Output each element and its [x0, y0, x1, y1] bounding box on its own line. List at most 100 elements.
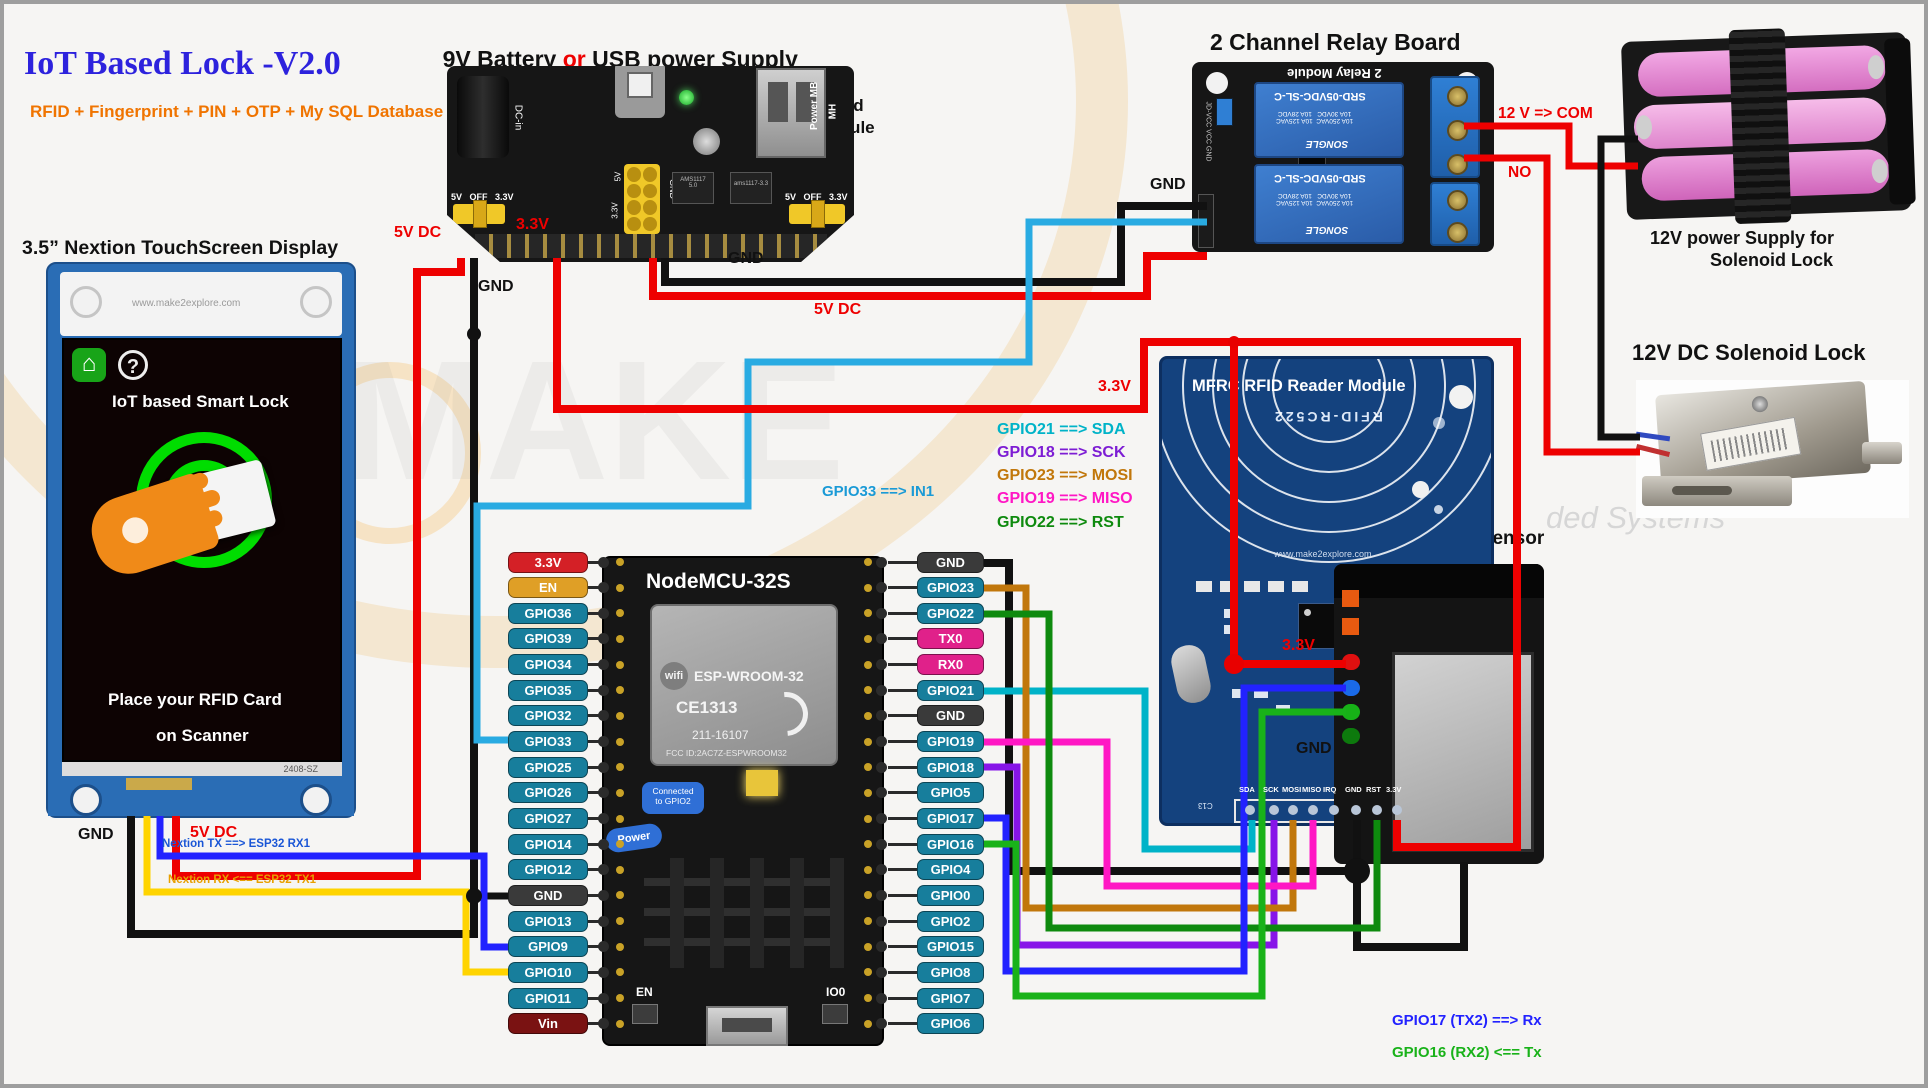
board-pin-hole — [864, 814, 872, 823]
label-map-nextion-rx: Nextion RX <== ESP32 TX1 — [168, 874, 316, 886]
pin-hole-dot — [876, 813, 887, 824]
label-map-gpio33: GPIO33 ==> IN1 — [822, 483, 935, 500]
pin-leader — [888, 945, 917, 949]
battery-pack-photo — [1620, 28, 1916, 225]
pin-right-gpio5-9: GPIO5 — [917, 782, 984, 804]
pin-hole-dot — [876, 941, 887, 953]
relay-board-photo: 2 Relay Module JD-VCC VCC GND SRD-05VDC-… — [1192, 62, 1494, 252]
fpm-connector-blue — [1342, 680, 1360, 696]
center-header — [624, 164, 660, 234]
board-pin-hole — [864, 917, 872, 926]
pin-left-gpio14-11: GPIO14 — [508, 833, 588, 855]
board-pin-hole — [616, 865, 624, 874]
solenoid-base — [1642, 476, 1792, 506]
label-wire-5v-left: 5V DC — [394, 224, 442, 241]
heading-nextion: 3.5” Nextion TouchScreen Display — [22, 237, 339, 259]
fpm-connector-red — [1342, 654, 1360, 670]
board-pin-hole — [864, 994, 872, 1003]
nextion-bottom-bar — [48, 776, 354, 816]
ams1117-highlight — [746, 770, 778, 796]
rfid-pin-hole — [1329, 805, 1339, 815]
pin-hole-dot — [876, 659, 887, 671]
pin-leader — [888, 919, 917, 923]
label-wire-5v-relay: 5V DC — [814, 301, 862, 318]
pin-left-gpio35-5: GPIO35 — [508, 679, 588, 701]
pin-right-gpio18-8: GPIO18 — [917, 756, 984, 778]
board-pin-hole — [616, 737, 624, 746]
pin-leader — [888, 637, 917, 641]
pin-left-gpio11-17: GPIO11 — [508, 987, 588, 1009]
io0-button — [822, 1004, 848, 1024]
pin-hole-dot — [876, 864, 887, 876]
rfid-c13: C13 — [1198, 801, 1213, 811]
pin-left-gnd-13: GND — [508, 884, 588, 906]
pin-right-gpio0-13: GPIO0 — [917, 884, 984, 906]
board-pin-hole — [616, 891, 624, 900]
rfid-pin-hole — [1288, 805, 1298, 815]
relay-top-text: 2 Relay Module — [1287, 66, 1382, 81]
power-led-note: Power — [604, 822, 664, 854]
v5-vert-text: 5V — [613, 171, 623, 182]
rfid-pin-hole — [1308, 805, 1318, 815]
pin-left-gpio26-9: GPIO26 — [508, 782, 588, 804]
nextion-line1: Place your RFID Card — [108, 690, 282, 709]
pin-left-3.3v-0: 3.3V — [508, 551, 588, 573]
board-pin-hole — [616, 814, 624, 823]
pin-hole-dot — [876, 992, 887, 1004]
nextion-line2: on Scanner — [156, 726, 249, 745]
capacitor — [693, 128, 720, 155]
pin-hole-dot — [876, 761, 887, 773]
junction-dot — [1228, 336, 1240, 348]
gpio-note-bubble: Connected to GPIO2 — [642, 782, 704, 814]
label-wire-3v3-mb102: 3.3V — [516, 216, 549, 233]
nextion-bottom-strip: 2408-SZ — [62, 762, 342, 776]
pin-leader — [888, 817, 917, 820]
fpm-connector-green1 — [1342, 704, 1360, 720]
pin-hole-dot — [876, 1018, 887, 1030]
board-pin-hole — [616, 788, 624, 797]
pin-left-gpio10-16: GPIO10 — [508, 961, 588, 983]
pin-left-gpio34-4: GPIO34 — [508, 654, 588, 676]
label-wire-gnd-mid: GND — [728, 250, 764, 267]
jumper-left — [453, 200, 505, 228]
fpm-orange-pad-2 — [1342, 618, 1359, 635]
label-wire-gnd-relay: GND — [1150, 176, 1186, 193]
wifi-logo-text: wifi — [660, 662, 688, 690]
pin-leader — [888, 586, 917, 590]
usb-connector — [706, 1006, 788, 1046]
fcc-id: FCC ID:2AC7Z-ESPWROOM32 — [666, 748, 787, 758]
pin-hole-dot — [598, 966, 609, 978]
esp32-shield: wifi ESP-WROOM-32 CE1313 211-16107 FCC I… — [650, 604, 838, 766]
label-map-gpio16: GPIO16 (RX2) <== Tx — [1392, 1044, 1542, 1061]
pin-hole-dot — [598, 941, 609, 953]
ce-mark: CE1313 — [676, 698, 738, 717]
relay-pin-header — [1198, 194, 1214, 248]
board-pin-hole — [616, 558, 624, 566]
board-pin-hole — [616, 917, 624, 926]
home-icon: ⌂ — [72, 348, 106, 382]
pin-hole-dot — [876, 582, 887, 594]
rfid-pin-label-sda: SDA — [1239, 785, 1255, 794]
rfid-pin-label-3.3v: 3.3V — [1386, 785, 1402, 794]
solenoid-bolt — [1862, 442, 1902, 464]
board-pin-hole — [864, 942, 872, 951]
jumper-right — [789, 200, 845, 228]
battery-strap — [1728, 28, 1792, 225]
power-led — [679, 90, 694, 105]
pin-leader — [888, 842, 917, 846]
pin-hole-dot — [598, 1018, 609, 1030]
usb-port — [756, 68, 826, 158]
board-pin-hole — [864, 788, 872, 797]
pin-leader — [888, 714, 917, 718]
pin-left-gpio32-6: GPIO32 — [508, 705, 588, 727]
solenoid-photo — [1635, 380, 1909, 518]
v33-vert-text: 3.3V — [610, 202, 620, 219]
power-mb-text: Power MB — [809, 81, 820, 130]
sel-right-text: 5V OFF 3.3V — [785, 192, 848, 202]
label-map-gpio17: GPIO17 (TX2) ==> Rx — [1392, 1012, 1542, 1029]
board-pin-hole — [864, 634, 872, 643]
pin-hole-dot — [598, 813, 609, 824]
mh-text: MH — [827, 103, 839, 120]
pin-hole-dot — [876, 556, 887, 568]
